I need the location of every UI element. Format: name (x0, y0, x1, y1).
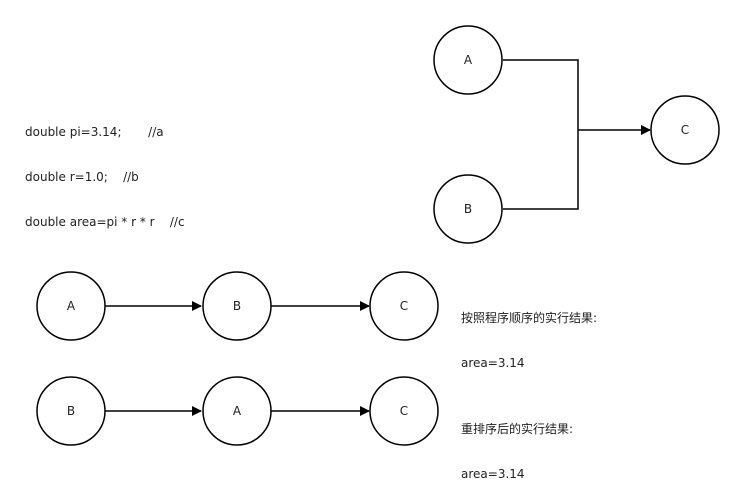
reordered-node-3: C (369, 376, 439, 446)
program-order-node-3: C (369, 271, 439, 341)
program-order-node-2: B (202, 271, 272, 341)
reordered-node-3-label: C (400, 404, 408, 418)
diagram-canvas: A B C A B C B (36, 25, 720, 446)
program-order-node-1: A (36, 271, 106, 341)
program-order-node-2-label: B (233, 299, 241, 313)
reordered-node-2-label: A (233, 404, 242, 418)
dep-node-a-label: A (464, 53, 473, 67)
reordered-result-title: 重排序后的实行结果: (461, 422, 574, 436)
dep-node-b: B (433, 174, 503, 244)
dependency-bracket-edge (503, 59, 579, 210)
dep-node-c: C (650, 95, 720, 165)
program-order-result-title: 按照程序顺序的实行结果: (461, 311, 598, 325)
dep-node-c-label: C (681, 123, 689, 137)
reordered-node-1: B (36, 376, 106, 446)
program-order-chain: A B C (36, 271, 439, 341)
program-order-node-1-label: A (67, 299, 76, 313)
code-line-b: double r=1.0; //b (25, 170, 139, 184)
dep-node-b-label: B (464, 202, 472, 216)
program-order-result-note: 按照程序顺序的实行结果: area=3.14 (461, 281, 597, 386)
program-order-result-value: area=3.14 (461, 356, 525, 370)
reordered-result-note: 重排序后的实行结果: area=3.14 (461, 392, 573, 497)
code-line-c: double area=pi * r * r //c (25, 215, 185, 229)
dep-node-a: A (433, 25, 503, 95)
reordered-node-2: A (202, 376, 272, 446)
program-order-node-3-label: C (400, 299, 408, 313)
reordered-chain: B A C (36, 376, 439, 446)
dependency-graph: A B C (433, 25, 720, 244)
reordered-node-1-label: B (67, 404, 75, 418)
code-snippet: double pi=3.14; //a double r=1.0; //b do… (25, 95, 185, 245)
reordered-result-value: area=3.14 (461, 467, 525, 481)
code-line-a: double pi=3.14; //a (25, 125, 164, 139)
